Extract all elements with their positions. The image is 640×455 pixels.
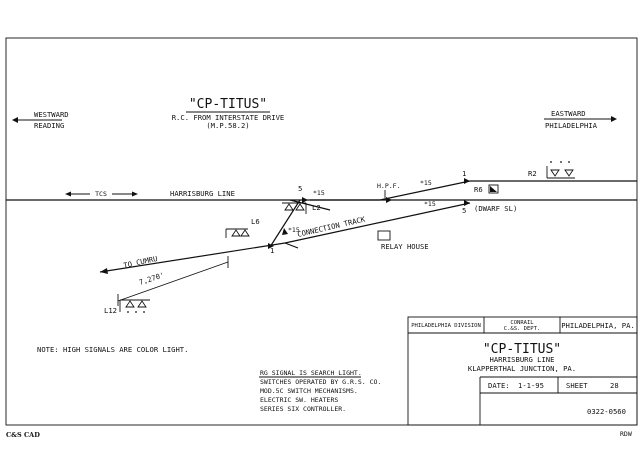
connection-track-upper [289, 199, 331, 211]
title-block-city: PHILADELPHIA, PA. [561, 321, 635, 330]
signal-l12-icon [119, 299, 150, 313]
title-block-dept: CONRAIL [510, 320, 534, 326]
connection-track-leg [269, 199, 301, 248]
station-title: "CP-TITUS" [189, 97, 267, 112]
westward-place: READING [34, 121, 64, 130]
title-block-location: KLAPPERTHAL JUNCTION, PA. [468, 364, 576, 373]
spec-note-line: SERIES SIX CONTROLLER. [260, 405, 346, 413]
signal-r2-icon [546, 161, 575, 179]
title-block-line: HARRISBURG LINE [490, 355, 555, 364]
signal-l12-label: L12 [104, 306, 117, 315]
title-block-drawing-number: 0322-0560 [587, 407, 626, 416]
connection-track-west [99, 242, 286, 273]
east-upper-crossover [379, 180, 471, 201]
westward-arrow-icon [12, 117, 62, 123]
switch-15-b: *15 [420, 179, 432, 187]
distance-label: 7,270' [138, 270, 165, 287]
connection-track [284, 202, 471, 244]
title-block-date-value: 1-1-95 [518, 381, 544, 390]
connection-track-label: CONNECTION TRACK [296, 214, 366, 238]
switch-point-icon [268, 178, 470, 249]
spec-notes: RG SIGNAL IS SEARCH LIGHT. SWITCHES OPER… [260, 369, 381, 413]
drawing-border [5, 37, 638, 426]
switch-15-a: *15 [313, 189, 325, 197]
main-line-label: HARRISBURG LINE [170, 189, 235, 198]
relay-house-label: RELAY HOUSE [381, 242, 429, 251]
signal-l2-icon [282, 202, 307, 214]
title-block-sheet-value: 28 [610, 381, 619, 390]
signal-r6-icon [488, 184, 499, 194]
footer-initials: RDW [620, 430, 632, 438]
relay-house-icon [377, 230, 391, 241]
switch-15-d: *15 [288, 226, 300, 234]
switch-1-bottom: 1 [270, 246, 274, 255]
spec-note-line: MOD.5C SWITCH MECHANISMS. [260, 387, 358, 395]
tcs-label: TCS [95, 190, 107, 198]
title-block-name: "CP-TITUS" [483, 342, 561, 357]
title-block-division: PHILADELPHIA DIVISION [411, 323, 481, 329]
hpf-label: H.P.F. [377, 182, 400, 190]
eastward-place: PHILADELPHIA [545, 121, 598, 130]
signal-l6-label: L6 [251, 217, 260, 226]
signal-r6-label: R6 [474, 185, 483, 194]
spec-note-line: SWITCHES OPERATED BY G.R.S. CO. [260, 378, 381, 386]
switch-5-top: 5 [298, 184, 302, 193]
to-cumru-arrow-icon [100, 268, 108, 274]
footer-cad-label: C&S CAD [6, 431, 40, 439]
title-block-date-label: DATE: [488, 381, 510, 390]
station-subtitle: R.C. FROM INTERSTATE DRIVE [172, 113, 285, 122]
switch-5-bottom: 5 [462, 206, 466, 215]
switch-15-c: *15 [424, 200, 436, 208]
westward-label: WESTWARD [34, 110, 69, 119]
signal-l2-label: L2 [312, 203, 321, 212]
station-milepost: (M.P.58.2) [206, 121, 249, 130]
spec-note-line: RG SIGNAL IS SEARCH LIGHT. [260, 369, 362, 377]
dwarf-label: (DWARF SL) [474, 204, 517, 213]
title-block [407, 316, 638, 426]
eastward-label: EASTWARD [551, 109, 586, 118]
distance-dimension [117, 256, 229, 306]
title-block-dept: C.&S. DEPT. [504, 326, 540, 332]
eastward-arrow-icon [544, 116, 617, 122]
spec-note-line: ELECTRIC SW. HEATERS [260, 396, 338, 404]
to-cumru-label: TO CUMRU [123, 254, 159, 270]
title-block-sheet-label: SHEET [566, 381, 588, 390]
switch-1-top: 1 [462, 169, 466, 178]
signal-l6-icon [225, 228, 250, 238]
connection-lower-leg [284, 242, 299, 249]
signal-r2-label: R2 [528, 169, 537, 178]
note-high-signals: NOTE: HIGH SIGNALS ARE COLOR LIGHT. [37, 345, 188, 354]
